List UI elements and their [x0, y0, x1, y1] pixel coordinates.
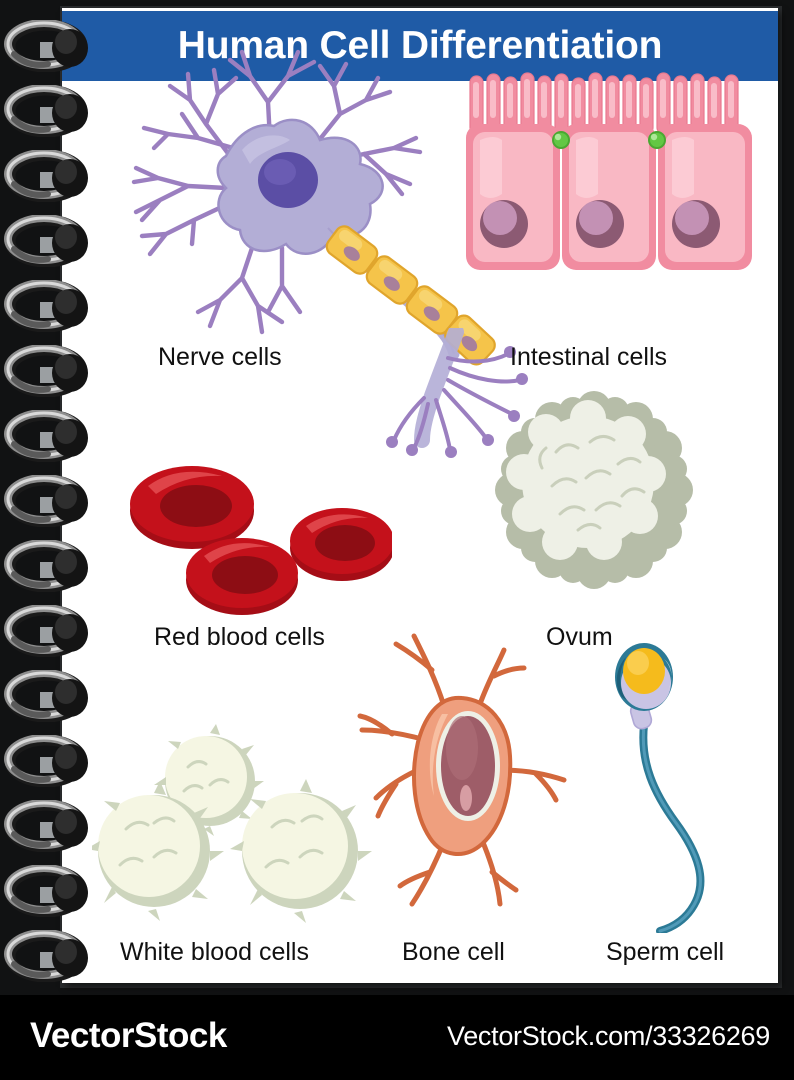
axon-terminal-illustration [386, 328, 528, 458]
vectorstock-brand: VectorStock [30, 1016, 227, 1055]
tight-junction-markers [552, 131, 666, 149]
intestinal-cells-illustration [466, 72, 752, 270]
erythrocyte [290, 508, 392, 581]
microvilli [469, 72, 739, 135]
sperm-cell-label: Sperm cell [606, 938, 725, 966]
ovum-illustration [495, 391, 693, 589]
spiral-ring [4, 865, 88, 917]
nerve-cells-label: Nerve cells [158, 343, 282, 371]
leukocyte [154, 724, 264, 836]
red-blood-cells-label: Red blood cells [154, 623, 325, 651]
erythrocyte [130, 466, 254, 549]
white-blood-cells-illustration [92, 724, 372, 923]
sperm-head [615, 643, 673, 711]
spiral-ring [4, 475, 88, 527]
spiral-ring [4, 540, 88, 592]
myelin-sheath [325, 225, 496, 366]
vectorstock-url: VectorStock.com/33326269 [446, 1021, 770, 1051]
intestinal-cells-label: Intestinal cells [510, 343, 668, 371]
ovum-cytoplasm [506, 400, 666, 560]
spiral-ring [4, 410, 88, 462]
spiral-ring [4, 930, 88, 982]
spiral-binding [0, 0, 110, 995]
spiral-ring [4, 735, 88, 787]
nerve-cell-illustration [131, 49, 496, 366]
spiral-ring [4, 20, 88, 72]
spiral-ring [4, 150, 88, 202]
spiral-ring [4, 215, 88, 267]
leukocyte [92, 781, 224, 921]
ovum-label: Ovum [546, 623, 613, 651]
title-banner: Human Cell Differentiation [62, 11, 778, 81]
bone-cell-label: Bone cell [402, 938, 505, 966]
page-title: Human Cell Differentiation [177, 24, 663, 67]
spiral-ring [4, 800, 88, 852]
cell-nuclei [480, 200, 720, 248]
spiral-ring [4, 605, 88, 657]
notebook-page: Human Cell Differentiation [62, 8, 778, 983]
erythrocyte [186, 538, 298, 615]
sperm-cell-illustration [615, 643, 705, 933]
spiral-ring [4, 670, 88, 722]
synaptic-knobs [386, 346, 528, 458]
bone-cell-illustration [357, 633, 567, 907]
osteocyte-processes [357, 633, 567, 907]
red-blood-cells-illustration [130, 466, 392, 615]
spiral-ring [4, 280, 88, 332]
watermark-footer: VectorStock VectorStock.com/33326269 [0, 995, 794, 1080]
sperm-tail [639, 721, 705, 933]
columnar-cells [466, 124, 752, 270]
white-blood-cells-label: White blood cells [120, 938, 309, 966]
spiral-ring [4, 345, 88, 397]
spiral-ring [4, 85, 88, 137]
leukocyte [230, 779, 372, 923]
